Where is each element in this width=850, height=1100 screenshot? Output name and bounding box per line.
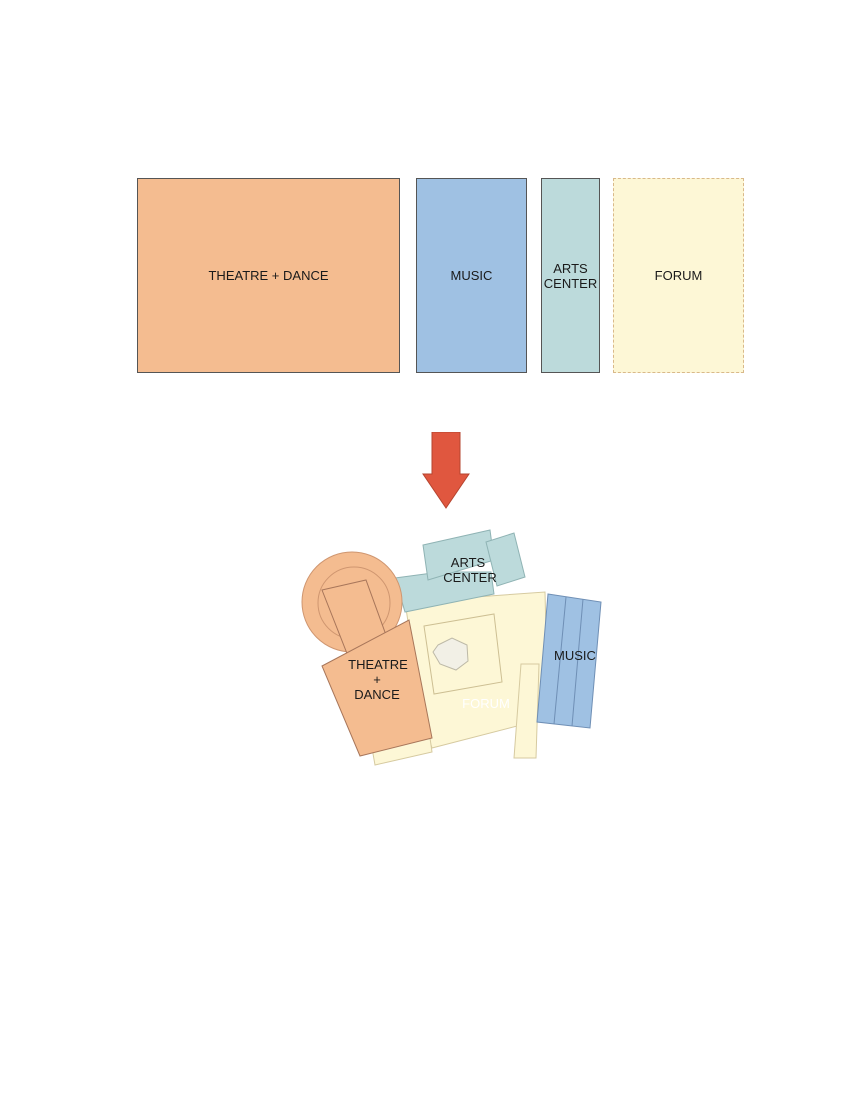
plan-forum-void [432, 637, 469, 671]
forum-label: FORUM [654, 268, 703, 283]
theatre-dance-block: THEATRE + DANCE [137, 178, 400, 373]
plan-forum-strip-right [513, 663, 540, 759]
down-arrow-shape [422, 432, 470, 509]
plan-theatre-label-line3: DANCE [354, 687, 400, 702]
plan-arts-side [485, 532, 526, 587]
arts-center-label: ARTS CENTER [544, 261, 597, 291]
plan-music-divider-2 [571, 598, 584, 727]
plan-music-divider-1 [553, 596, 567, 725]
theatre-dance-label: THEATRE + DANCE [208, 268, 329, 283]
down-arrow-icon [422, 432, 470, 509]
plan-theatre-label-line2: + [373, 672, 381, 687]
arts-center-label-line1: ARTS [553, 260, 588, 276]
plan-theatre-label-line1: THEATRE [348, 657, 408, 672]
plan-music-label: MUSIC [554, 648, 596, 663]
music-label: MUSIC [450, 268, 493, 283]
plan-forum-courtyard [423, 613, 503, 695]
plan-arts-label-line2: CENTER [443, 570, 496, 585]
plan-arts-label-line1: ARTS [451, 555, 486, 570]
arts-center-label-line2: CENTER [543, 275, 598, 291]
plan-music: MUSIC [536, 593, 602, 729]
arts-center-block: ARTS CENTER [541, 178, 600, 373]
music-block: MUSIC [416, 178, 527, 373]
plan-forum [371, 591, 549, 766]
forum-block: FORUM [613, 178, 744, 373]
plan-forum-label: FORUM [462, 696, 510, 711]
plan-arts-center: ARTS CENTER [394, 529, 526, 613]
plan-theatre-dance: THEATRE + DANCE [301, 551, 433, 757]
plan-theatre-main [321, 619, 433, 757]
